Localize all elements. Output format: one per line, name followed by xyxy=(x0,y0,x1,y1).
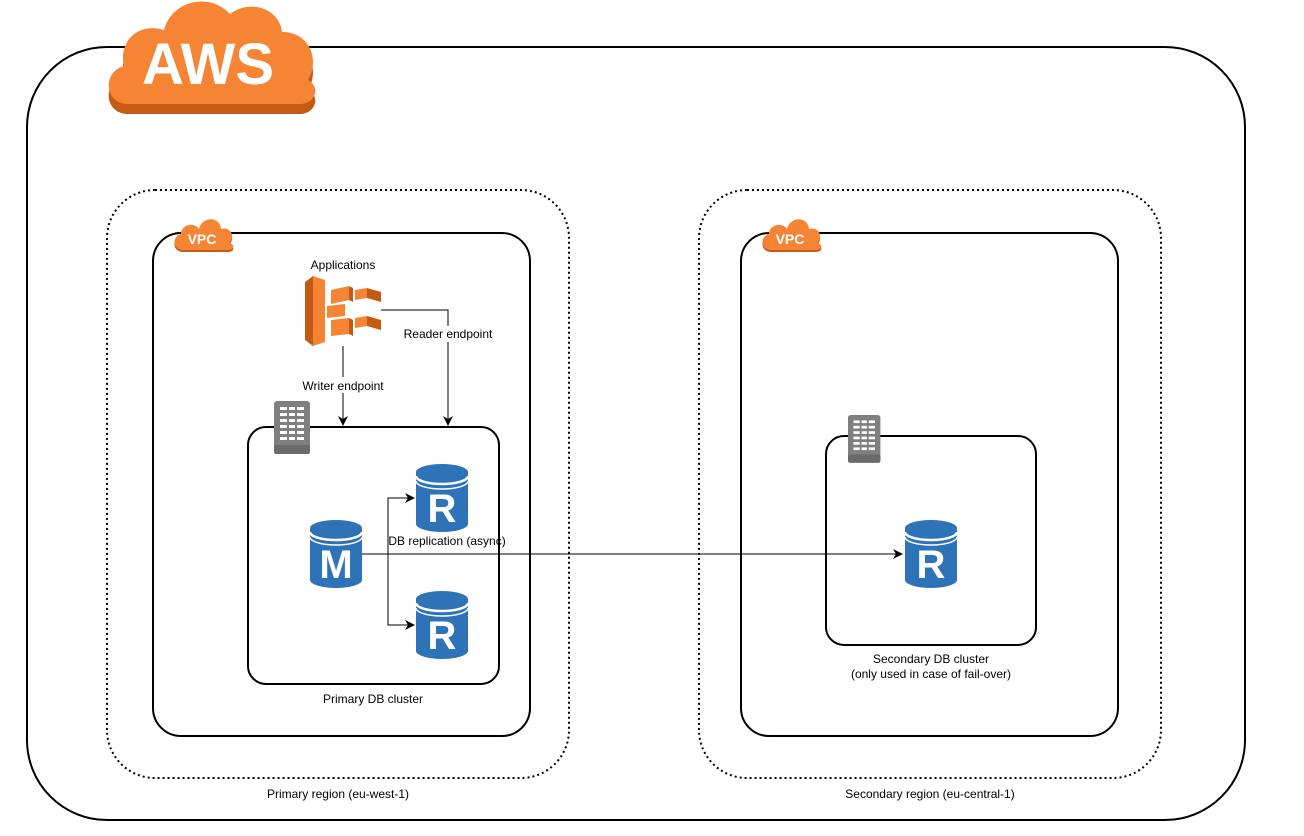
secondary-replica-db-icon: R xyxy=(903,518,959,590)
replica-db-letter-2: R xyxy=(428,614,457,658)
secondary-vpc-label: VPC xyxy=(776,231,805,247)
secondary-db-cluster-label: Secondary DB cluster xyxy=(873,652,989,666)
replica-db-letter-1: R xyxy=(428,487,457,531)
secondary-db-cluster-boundary xyxy=(825,435,1037,646)
secondary-rds-instance-icon xyxy=(847,414,882,464)
primary-vpc-cloud-icon: VPC xyxy=(174,219,234,252)
secondary-region-label: Secondary region (eu-central-1) xyxy=(845,787,1014,801)
reader-endpoint-label: Reader endpoint xyxy=(404,327,493,341)
secondary-replica-db-letter: R xyxy=(917,543,946,587)
aws-logo-text: AWS xyxy=(142,32,274,97)
replica-db-icon-1: R xyxy=(414,462,470,534)
replica-db-icon-2: R xyxy=(414,589,470,661)
primary-region-label: Primary region (eu-west-1) xyxy=(267,787,409,801)
primary-rds-instance-icon xyxy=(273,400,311,455)
primary-db-cluster-boundary xyxy=(247,426,500,685)
secondary-vpc-cloud-icon: VPC xyxy=(762,219,822,252)
primary-vpc-boundary xyxy=(152,232,531,737)
primary-db-cluster-label: Primary DB cluster xyxy=(323,692,423,706)
master-db-letter: M xyxy=(319,543,352,587)
master-db-icon: M xyxy=(308,518,364,590)
reader-endpoint-arrow xyxy=(381,309,453,426)
replication-arrow-replica-2 xyxy=(387,554,415,630)
applications-label: Applications xyxy=(311,258,376,272)
aws-logo-icon: AWS xyxy=(108,1,316,115)
db-replication-label: DB replication (async) xyxy=(388,534,505,548)
primary-vpc-label: VPC xyxy=(188,231,217,247)
aws-cloud-boundary xyxy=(26,46,1246,821)
primary-region-boundary xyxy=(106,189,570,779)
applications-ecs-icon xyxy=(305,276,381,346)
writer-endpoint-label: Writer endpoint xyxy=(302,379,384,393)
secondary-vpc-boundary xyxy=(740,232,1119,737)
secondary-db-cluster-note: (only used in case of fail-over) xyxy=(851,667,1011,681)
secondary-region-boundary xyxy=(698,189,1162,779)
